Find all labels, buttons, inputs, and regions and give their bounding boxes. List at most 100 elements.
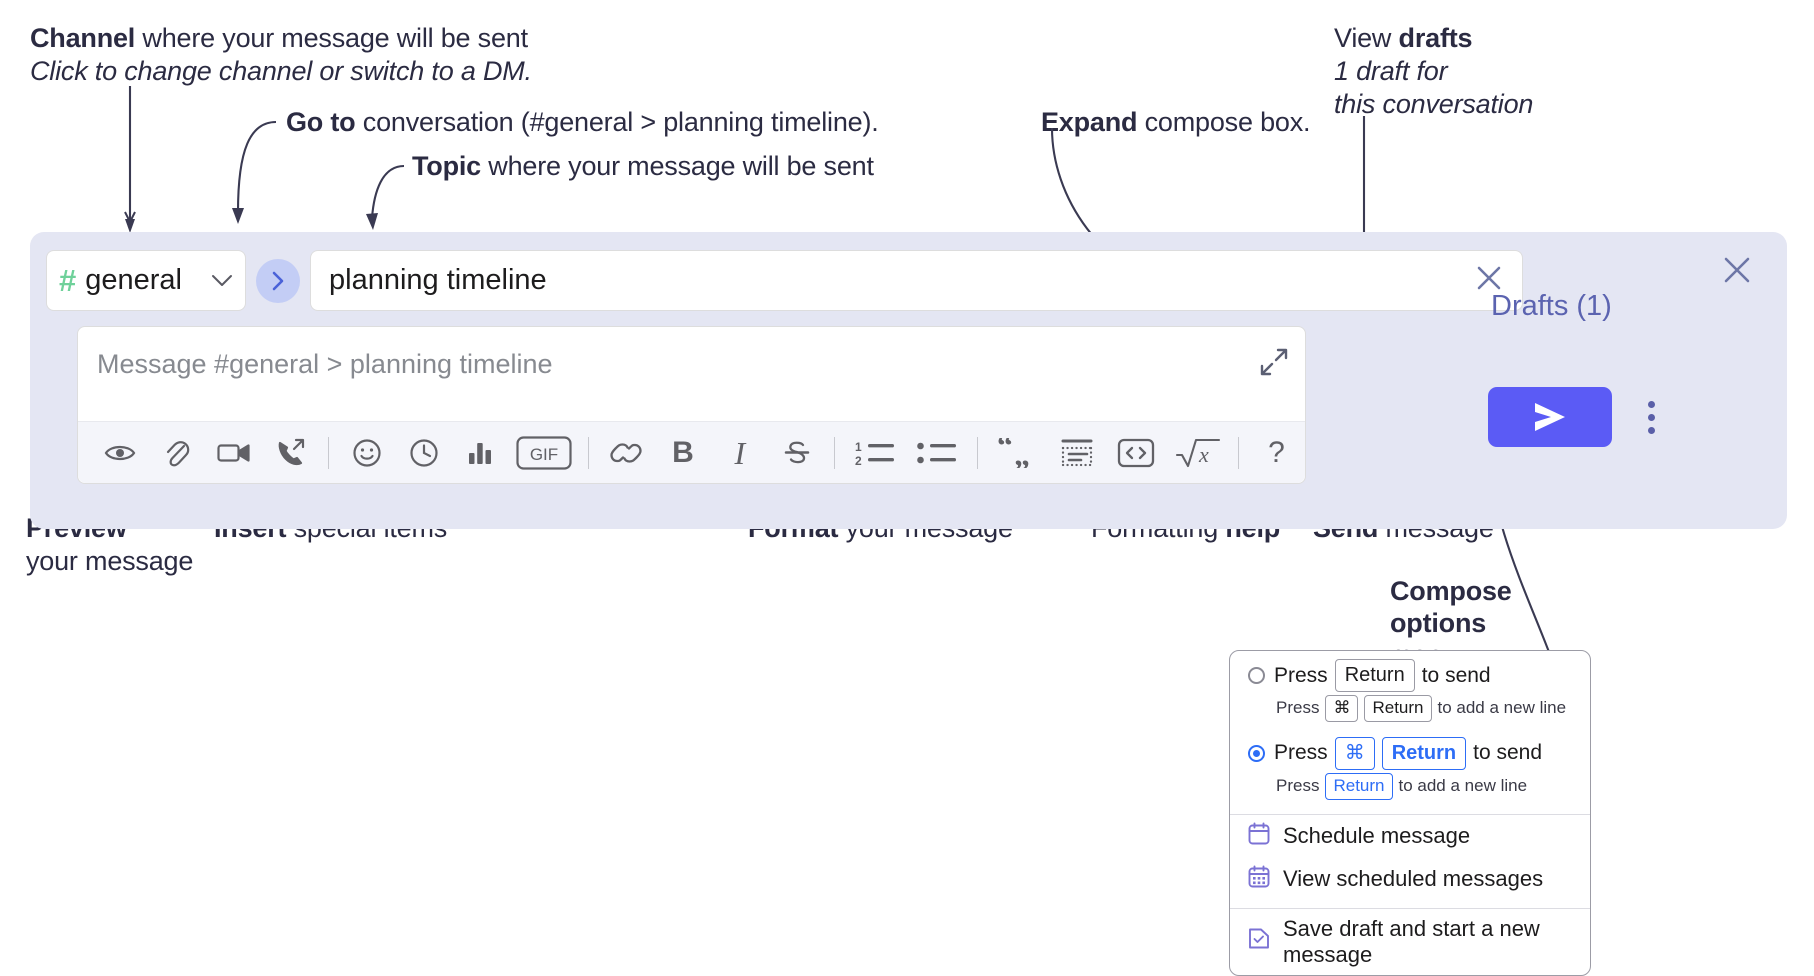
close-icon[interactable] (1472, 261, 1506, 301)
clock-icon[interactable] (395, 429, 452, 477)
menu-divider (1230, 813, 1590, 815)
annotation-topic: Topic where your message will be sent (412, 150, 874, 183)
option1-press-label: Press (1274, 663, 1328, 687)
code-icon[interactable] (1105, 429, 1167, 477)
svg-text:GIF: GIF (530, 445, 558, 464)
go-to-conversation-button[interactable] (256, 258, 300, 303)
svg-text:„: „ (1014, 438, 1030, 468)
emoji-icon[interactable] (338, 429, 395, 477)
key-return: Return (1364, 695, 1432, 722)
composer-top-row: # general planning timeline (46, 250, 1523, 311)
toolbar-separator (1238, 436, 1240, 469)
channel-name-label: general (85, 264, 182, 296)
annotation-channel-bold: Channel (30, 23, 136, 53)
strikethrough-icon[interactable] (768, 429, 825, 477)
key-command: ⌘ (1325, 695, 1359, 722)
kebab-dot (1647, 426, 1655, 434)
annotation-goto: Go to conversation (#general > planning … (286, 106, 879, 139)
toolbar-separator (976, 436, 978, 469)
option-cmd-return-to-send[interactable]: Press ⌘ Return to send (1230, 729, 1590, 772)
option2-sub-press: Press (1276, 776, 1320, 796)
topic-input[interactable]: planning timeline (310, 250, 1523, 311)
annotation-channel-sub: Click to change channel or switch to a D… (30, 55, 532, 86)
annotation-channel: Channel where your message will be sent … (30, 22, 532, 88)
menu-divider (1230, 907, 1590, 909)
svg-text:1: 1 (855, 440, 862, 454)
annotation-drafts-sub1: 1 draft for (1334, 55, 1448, 86)
attachment-icon[interactable] (149, 429, 206, 477)
toolbar-separator (328, 436, 330, 469)
drafts-link[interactable]: Drafts (1) (1491, 290, 1612, 322)
blockquote-icon[interactable]: “ „ (987, 429, 1049, 477)
key-return: Return (1381, 736, 1467, 770)
math-icon[interactable]: x (1167, 429, 1229, 477)
annotation-drafts-bold: drafts (1398, 23, 1473, 53)
svg-text:“: “ (997, 438, 1013, 463)
option1-subtext: Press ⌘ Return to add a new line (1230, 694, 1590, 729)
annotation-compose-bold2: options (1390, 607, 1487, 638)
gif-icon[interactable]: GIF (509, 429, 579, 477)
message-input-box[interactable]: Message #general > planning timeline (77, 326, 1306, 484)
calendar-schedule-icon (1248, 822, 1270, 851)
annotation-topic-bold: Topic (412, 151, 481, 181)
compose-options-menu: Press Return to send Press ⌘ Return to a… (1229, 650, 1591, 976)
italic-icon[interactable]: I (711, 429, 768, 477)
radio-selected[interactable] (1248, 744, 1265, 762)
annotation-expand-rest: compose box. (1137, 107, 1311, 137)
bold-icon[interactable]: B (655, 429, 712, 477)
option1-sub-rest: to add a new line (1437, 698, 1567, 718)
calendar-grid-icon (1248, 865, 1270, 894)
annotation-compose-bold1: Compose (1390, 576, 1512, 606)
bold-label: B (672, 435, 694, 469)
kebab-dot (1647, 400, 1655, 408)
option1-sub-press: Press (1276, 698, 1320, 718)
annotation-drafts-sub2: this conversation (1334, 88, 1534, 119)
annotation-channel-rest: where your message will be sent (135, 23, 528, 53)
italic-label: I (734, 434, 746, 471)
compose-options-button[interactable] (1634, 395, 1668, 439)
topic-value: planning timeline (329, 264, 547, 296)
preview-icon[interactable] (92, 429, 149, 477)
poll-icon[interactable] (452, 429, 509, 477)
menu-item-label: Schedule message (1283, 823, 1471, 849)
key-command: ⌘ (1334, 736, 1375, 770)
bulleted-list-icon[interactable] (906, 429, 968, 477)
help-icon[interactable]: ? (1248, 429, 1305, 477)
option-return-to-send[interactable]: Press Return to send (1230, 651, 1590, 694)
hash-icon: # (59, 263, 77, 298)
ordered-list-icon[interactable]: 1 2 (844, 429, 906, 477)
link-icon[interactable] (598, 429, 655, 477)
svg-text:x: x (1198, 442, 1209, 467)
menu-item-save-draft[interactable]: Save draft and start a new message (1230, 909, 1590, 975)
panel-close-icon[interactable] (1719, 252, 1755, 294)
composer-right-column: Drafts (1) (1487, 232, 1787, 529)
annotation-goto-bold: Go to (286, 107, 356, 137)
message-placeholder: Message #general > planning timeline (97, 349, 553, 379)
message-composer-panel: # general planning timeline Message #gen… (30, 232, 1787, 529)
toolbar-separator (587, 436, 589, 469)
menu-item-schedule-message[interactable]: Schedule message (1230, 815, 1590, 858)
annotation-expand: Expand compose box. (1041, 106, 1311, 139)
code-block-icon[interactable] (1049, 429, 1106, 477)
option2-sub-rest: to add a new line (1398, 776, 1528, 796)
menu-item-view-scheduled[interactable]: View scheduled messages (1230, 858, 1590, 901)
svg-text:2: 2 (855, 454, 862, 467)
send-button[interactable] (1488, 387, 1612, 447)
chevron-down-icon (211, 271, 233, 291)
channel-selector[interactable]: # general (46, 250, 246, 311)
key-return: Return (1325, 772, 1393, 800)
formatting-toolbar: GIF B I (78, 421, 1305, 483)
menu-item-label: View scheduled messages (1283, 866, 1544, 892)
annotation-topic-rest: where your message will be sent (481, 151, 874, 181)
annotation-goto-rest: conversation (#general > planning timeli… (355, 107, 879, 137)
help-label: ? (1268, 435, 1285, 469)
expand-icon[interactable] (1259, 347, 1289, 377)
annotation-drafts: View drafts 1 draft for this conversatio… (1334, 22, 1533, 121)
radio-unselected[interactable] (1248, 667, 1265, 684)
kebab-dot (1647, 413, 1655, 421)
audio-call-icon[interactable] (263, 429, 320, 477)
video-icon[interactable] (206, 429, 263, 477)
option2-subtext: Press Return to add a new line (1230, 772, 1590, 807)
option2-tosend-label: to send (1473, 741, 1543, 765)
option2-press-label: Press (1274, 741, 1328, 765)
